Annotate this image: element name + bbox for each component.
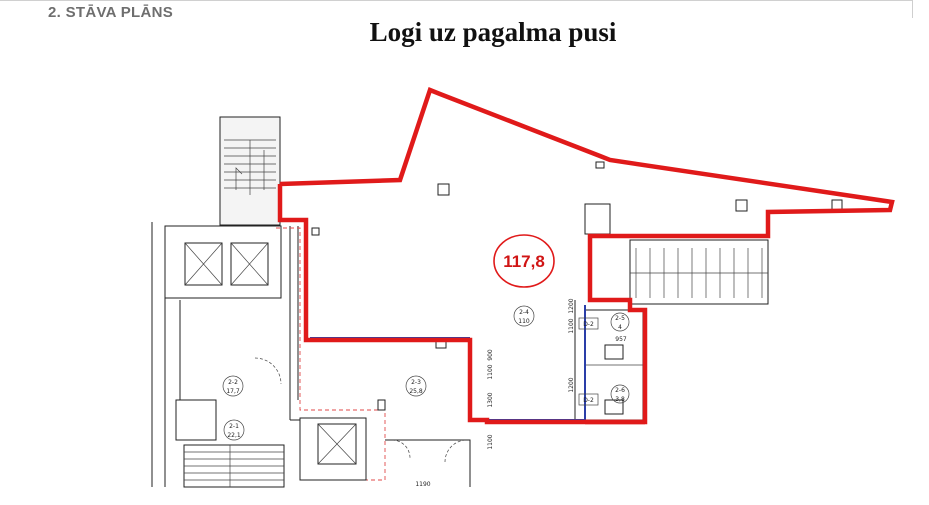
svg-text:D-2: D-2	[583, 397, 594, 404]
stair-steps-bottom	[184, 445, 284, 487]
elevator-1	[184, 242, 223, 286]
page-title: Logi uz pagalma pusi	[369, 17, 617, 47]
room-area: 22,1	[227, 432, 241, 439]
dimension-label: 1100	[568, 318, 575, 333]
dimension-label: 957	[615, 336, 627, 343]
room-id: 2-2	[228, 379, 238, 386]
elevator-2	[230, 242, 269, 286]
stair-steps-right	[630, 248, 768, 298]
dimension-label: 1100	[487, 364, 494, 379]
stair-steps-top	[224, 139, 276, 195]
page-right-rule	[912, 0, 913, 18]
room-id: 2-1	[229, 423, 239, 430]
dimension-label: 1300	[487, 392, 494, 407]
room-label-2-5: 2-5 4	[610, 312, 630, 332]
dimension-label: 900	[487, 349, 494, 361]
room-label-2-4: 2-4 110	[513, 305, 535, 327]
area-value: 117,8	[503, 252, 545, 271]
room-id: 2-5	[615, 315, 625, 322]
door-tag: D-2	[578, 393, 599, 406]
dimension-label: 1200	[568, 298, 575, 313]
room-label-2-3: 2-3 25,8	[405, 375, 427, 397]
room-area: 110	[518, 318, 530, 325]
room-area: 3,8	[615, 396, 625, 403]
svg-text:D-2: D-2	[583, 321, 594, 328]
area-callout: 117,8	[493, 234, 555, 288]
room-id: 2-6	[615, 387, 625, 394]
courtyard-windows	[310, 305, 646, 421]
room-id: 2-4	[519, 309, 529, 316]
section-heading: 2. STĀVA PLĀNS	[48, 4, 174, 21]
room-area: 17,7	[226, 388, 240, 395]
room-label-2-6: 2-6 3,8	[610, 384, 630, 404]
page-top-rule	[0, 0, 912, 1]
room-label-2-1: 2-1 22,1	[223, 419, 245, 441]
plan-walls	[151, 116, 843, 488]
highlighted-premise	[277, 87, 895, 425]
room-area: 4	[618, 324, 622, 331]
dimension-label: 1200	[568, 377, 575, 392]
dimension-label: 1100	[487, 434, 494, 449]
room-area: 25,8	[409, 388, 423, 395]
dimension-label: 1190	[415, 481, 430, 488]
elevator-3	[317, 423, 357, 465]
room-label-2-2: 2-2 17,7	[222, 375, 244, 397]
room-id: 2-3	[411, 379, 421, 386]
door-tag: D-2	[578, 317, 599, 330]
